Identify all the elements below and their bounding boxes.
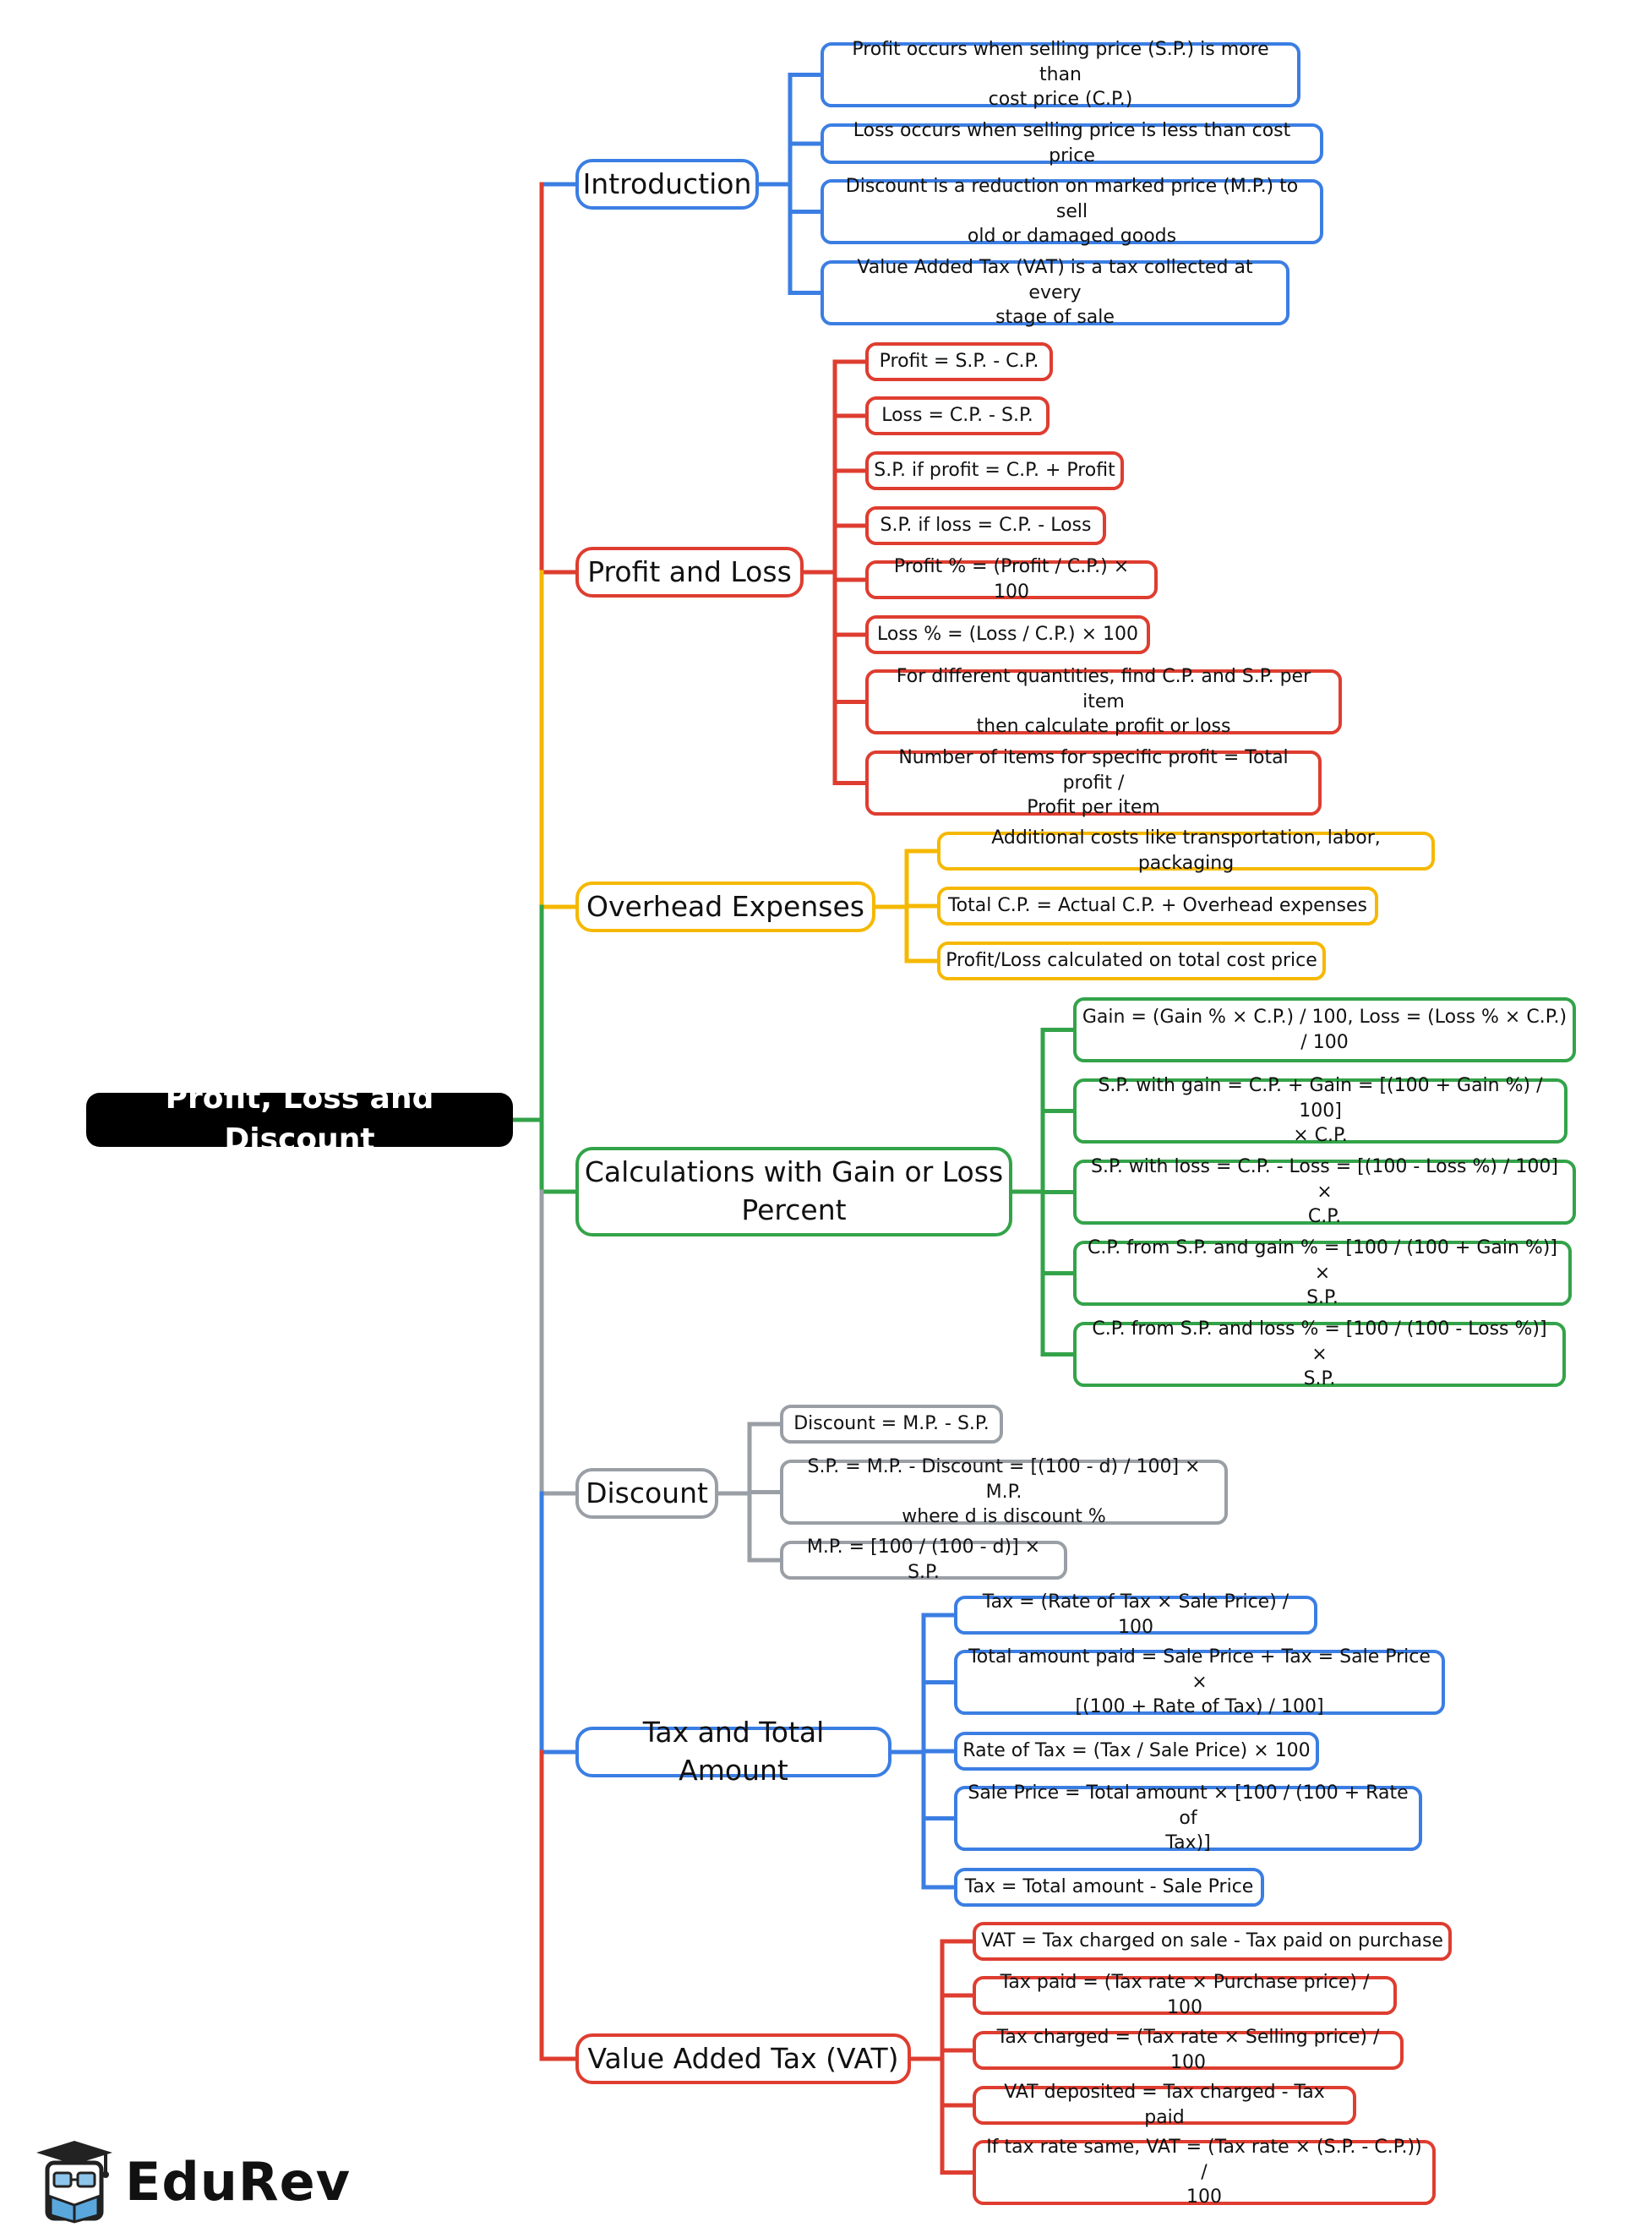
- leaf-sp-from-mp[interactable]: S.P. = M.P. - Discount = [(100 - d) / 10…: [780, 1456, 1228, 1527]
- leaf-different-quantities[interactable]: For different quantities, find C.P. and …: [865, 666, 1342, 737]
- leaf-profit-definition[interactable]: Profit occurs when selling price (S.P.) …: [821, 39, 1300, 110]
- leaf-sp-with-loss[interactable]: S.P. with loss = C.P. - Loss = [(100 - L…: [1073, 1156, 1576, 1227]
- graduation-cap-book-icon: [36, 2141, 112, 2224]
- leaf-vat-definition[interactable]: Value Added Tax (VAT) is a tax collected…: [821, 257, 1289, 328]
- leaf-loss-definition[interactable]: Loss occurs when selling price is less t…: [821, 120, 1323, 166]
- leaf-additional-costs[interactable]: Additional costs like transportation, la…: [937, 827, 1435, 874]
- edurev-logo-text: EduRev: [125, 2151, 352, 2213]
- root-node[interactable]: Profit, Loss and Discount: [86, 1081, 513, 1157]
- leaf-vat-same-rate[interactable]: If tax rate same, VAT = (Tax rate × (S.P…: [973, 2137, 1436, 2208]
- leaf-items-for-profit[interactable]: Number of items for specific profit = To…: [865, 747, 1322, 818]
- leaf-total-amount-paid[interactable]: Total amount paid = Sale Price + Tax = S…: [954, 1646, 1445, 1717]
- leaf-mp-from-sp[interactable]: M.P. = [100 / (100 - d)] × S.P.: [780, 1537, 1067, 1583]
- leaf-vat-formula[interactable]: VAT = Tax charged on sale - Tax paid on …: [973, 1922, 1452, 1961]
- leaf-profit-percent[interactable]: Profit % = (Profit / C.P.) × 100: [865, 556, 1158, 603]
- leaf-discount-formula[interactable]: Discount = M.P. - S.P.: [780, 1405, 1003, 1444]
- edurev-logo-icon: [36, 2141, 112, 2224]
- leaf-tax-paid[interactable]: Tax paid = (Tax rate × Purchase price) /…: [973, 1972, 1397, 2018]
- leaf-tax-difference[interactable]: Tax = Total amount - Sale Price: [954, 1868, 1264, 1907]
- leaf-tax-charged[interactable]: Tax charged = (Tax rate × Selling price)…: [973, 2027, 1404, 2073]
- leaf-discount-definition[interactable]: Discount is a reduction on marked price …: [821, 176, 1323, 247]
- leaf-loss-percent[interactable]: Loss % = (Loss / C.P.) × 100: [865, 615, 1150, 654]
- branch-tax-total-amount[interactable]: Tax and Total Amount: [575, 1716, 891, 1787]
- branch-discount[interactable]: Discount: [575, 1468, 718, 1519]
- leaf-profit-formula[interactable]: Profit = S.P. - C.P.: [865, 342, 1053, 381]
- leaf-sp-if-loss[interactable]: S.P. if loss = C.P. - Loss: [865, 506, 1106, 545]
- branch-overhead-expenses[interactable]: Overhead Expenses: [575, 882, 875, 932]
- branch-vat[interactable]: Value Added Tax (VAT): [575, 2033, 911, 2084]
- leaf-loss-formula[interactable]: Loss = C.P. - S.P.: [865, 396, 1050, 435]
- leaf-sale-price[interactable]: Sale Price = Total amount × [100 / (100 …: [954, 1782, 1422, 1853]
- leaf-sp-with-gain[interactable]: S.P. with gain = C.P. + Gain = [(100 + G…: [1073, 1075, 1567, 1146]
- branch-gain-loss-calculations[interactable]: Calculations with Gain or Loss Percent: [575, 1147, 1012, 1236]
- leaf-cp-from-sp-loss[interactable]: C.P. from S.P. and loss % = [100 / (100 …: [1073, 1318, 1566, 1389]
- branch-introduction[interactable]: Introduction: [575, 159, 759, 210]
- leaf-total-cp[interactable]: Total C.P. = Actual C.P. + Overhead expe…: [937, 887, 1378, 925]
- branch-profit-and-loss[interactable]: Profit and Loss: [575, 547, 804, 598]
- leaf-gain-loss-amount[interactable]: Gain = (Gain % × C.P.) / 100, Loss = (Lo…: [1073, 997, 1576, 1062]
- leaf-cp-from-sp-gain[interactable]: C.P. from S.P. and gain % = [100 / (100 …: [1073, 1237, 1572, 1308]
- leaf-rate-of-tax[interactable]: Rate of Tax = (Tax / Sale Price) × 100: [954, 1732, 1319, 1771]
- leaf-profit-loss-total[interactable]: Profit/Loss calculated on total cost pri…: [937, 942, 1326, 980]
- leaf-vat-deposited[interactable]: VAT deposited = Tax charged - Tax paid: [973, 2082, 1356, 2128]
- leaf-tax-formula[interactable]: Tax = (Rate of Tax × Sale Price) / 100: [954, 1591, 1317, 1638]
- leaf-sp-if-profit[interactable]: S.P. if profit = C.P. + Profit: [865, 451, 1124, 490]
